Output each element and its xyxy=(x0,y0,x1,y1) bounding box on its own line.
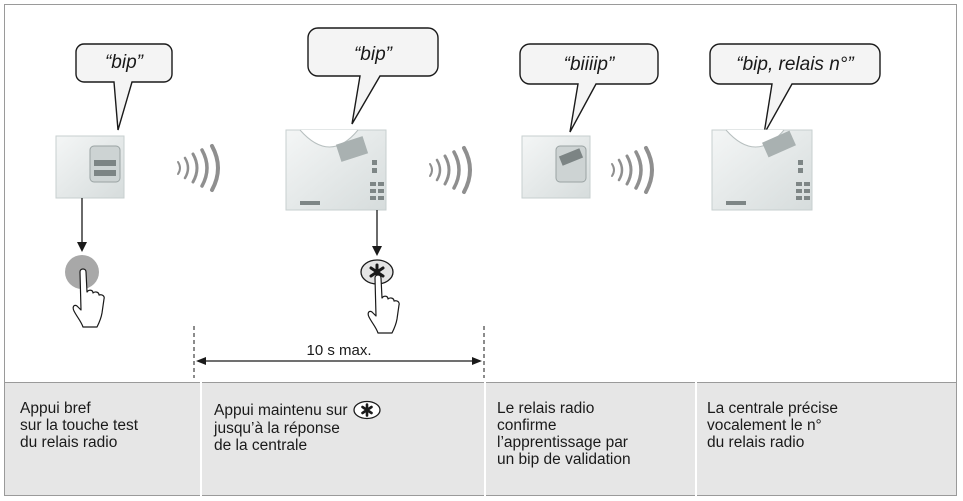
speech-bubble-2: “bip” xyxy=(307,27,439,125)
central-unit-icon xyxy=(285,129,387,211)
radio-waves-icon-2 xyxy=(429,146,472,194)
bubble-text-1: “bip” xyxy=(105,52,145,73)
star-key-inline-icon xyxy=(352,400,381,420)
speech-bubble-1: “bip” xyxy=(75,43,173,131)
relay-device-icon xyxy=(55,135,125,199)
pointing-hand-icon-1 xyxy=(72,268,105,328)
caption-step-4: La centrale précise vocalement le n° du … xyxy=(707,400,838,451)
pointing-hand-icon-2 xyxy=(367,274,400,334)
duration-dimension: 10 s max. xyxy=(193,326,485,378)
caption-step-2: Appui maintenu sur jusqu’à la réponse de… xyxy=(214,400,382,454)
bubble-text-4: “bip, relais n°” xyxy=(736,54,855,75)
speech-bubble-3: “biiiip” xyxy=(519,43,659,133)
speech-bubble-4: “bip, relais n°” xyxy=(709,43,881,135)
duration-label: 10 s max. xyxy=(306,342,371,359)
caption-step-1: Appui bref sur la touche test du relais … xyxy=(20,400,139,451)
central-unit-icon-2 xyxy=(711,129,813,211)
caption-step-3: Le relais radio confirme l’apprentissage… xyxy=(497,400,631,468)
radio-waves-icon-1 xyxy=(177,144,220,192)
radio-waves-icon-3 xyxy=(611,146,654,194)
arrow-down-icon-2 xyxy=(372,210,382,256)
caption-step-2-line1: Appui maintenu sur xyxy=(214,402,348,419)
caption-step-2-rest: jusqu’à la réponse de la centrale xyxy=(214,420,340,454)
caption-band xyxy=(4,382,957,496)
caption-divider-1 xyxy=(200,382,202,496)
caption-divider-3 xyxy=(695,382,697,496)
relay-device-icon-2 xyxy=(521,135,591,199)
arrow-down-icon-1 xyxy=(77,198,87,252)
bubble-text-3: “biiiip” xyxy=(564,54,616,75)
bubble-text-2: “bip” xyxy=(354,44,394,65)
caption-divider-2 xyxy=(484,382,486,496)
